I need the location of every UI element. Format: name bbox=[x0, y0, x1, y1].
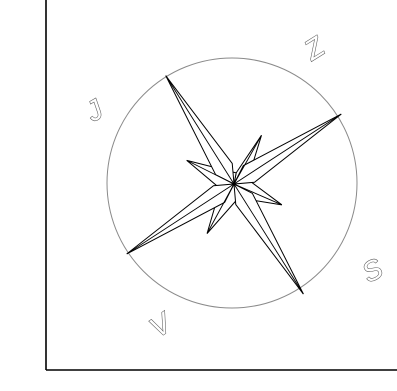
star-point-north bbox=[154, 72, 242, 189]
star-point-east bbox=[228, 104, 345, 192]
label-west: J bbox=[80, 93, 109, 128]
label-north: Z bbox=[298, 30, 331, 66]
star-point-west bbox=[122, 176, 239, 264]
label-east: S bbox=[357, 252, 388, 288]
label-south: V bbox=[144, 306, 179, 343]
